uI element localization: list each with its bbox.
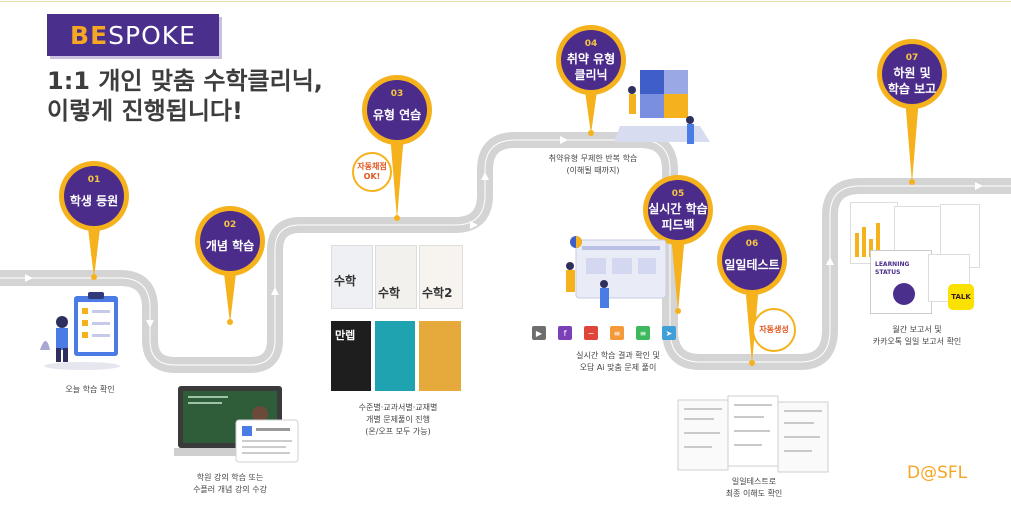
step-pin-01: 01 학생 등원 [58,160,130,280]
puzzle-laptop-illustration [614,70,710,144]
step-label: 일일테스트 [724,258,780,272]
step-number: 03 [390,89,404,99]
step-label: 학생 등원 [69,194,119,208]
map-pin-icon [362,75,432,221]
feedback-dashboard-illustration [566,236,667,308]
book-cover: 수학2 [419,245,463,309]
step-number: 01 [87,175,101,185]
learning-status-card: LEARNING STATUS [870,250,932,314]
step-label: 개념 학습 [205,239,255,253]
flag-icon: ▶ [532,326,546,340]
send-icon: ➤ [662,326,676,340]
note-icon: ≡ [610,326,624,340]
step-pin-03: 03 유형 연습 [361,74,433,221]
textbooks-illustration: 수학 수학 수학2 만렙 [327,243,467,393]
step-number: 04 [584,39,598,49]
list-icon: ≡ [636,326,650,340]
map-pin-icon [877,39,947,185]
top-border-line [0,1,1011,2]
title-line-2: 이렇게 진행됩니다! [47,97,243,125]
map-pin-icon [717,225,787,366]
minus-icon: − [584,326,598,340]
laptop-lecture-illustration [174,386,299,463]
formula-icon: f [558,326,572,340]
map-pin-icon [556,25,626,136]
kakaotalk-icon: TALK [948,284,974,310]
map-pin-icon [59,161,129,280]
caption-step-04: 취약유형 무제한 반복 학습(이해될 때까지) [548,154,638,175]
book-cover [419,321,461,391]
book-cover: 만렙 [331,321,371,391]
feedback-steps-strip: ▶ f − ≡ ≡ ➤ [532,326,688,340]
book-cover: 수학 [375,245,417,309]
report-illustration: LEARNING STATUS TALK [850,202,980,314]
step-pin-06: 06 일일테스트 [716,224,788,366]
book-cover [375,321,415,391]
step-number: 02 [223,220,237,230]
step-pin-02: 02 개념 학습 [194,205,266,325]
watermark: D@SFL [907,463,968,483]
step-number: 06 [745,239,759,249]
book-cover: 수학 [331,245,373,309]
step-label: 유형 연습 [372,108,422,122]
clipboard-illustration [40,292,120,370]
caption-step-01: 오늘 학습 확인 [65,385,115,394]
page-title: 1:1 개인 맞춤 수학클리닉, 이렇게 진행됩니다! [47,66,323,126]
logo-be-text: BE [70,20,109,50]
step-number: 07 [905,53,919,63]
title-line-1: 1:1 개인 맞춤 수학클리닉, [47,67,323,95]
test-papers-illustration [677,395,829,473]
step-number: 05 [671,189,685,199]
auto-generate-badge: 자동생성 [752,308,796,352]
map-pin-icon [195,206,265,325]
map-pin-icon [643,175,713,314]
road-arrows [25,136,983,328]
logo-spoke-text: SPOKE [108,20,196,50]
